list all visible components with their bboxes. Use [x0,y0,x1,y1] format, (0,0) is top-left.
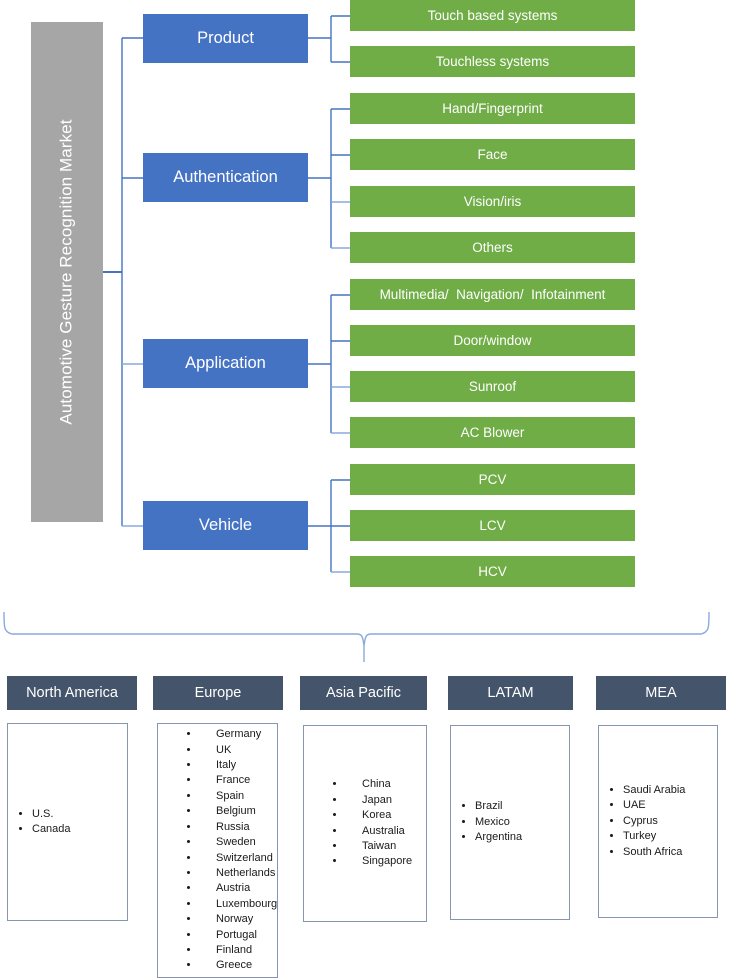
region-header-label: MEA [645,685,677,701]
subsegment-box[interactable]: HCV [350,556,635,587]
country-list: GermanyUKItalyFranceSpainBelgiumRussiaSw… [158,727,277,974]
region-country-list-north-america: U.S.Canada [7,723,128,921]
subsegment-label: Sunroof [468,379,517,394]
segment-box-application[interactable]: Application [143,339,308,388]
country-item: Russia [200,820,277,835]
subsegment-box[interactable]: Door/window [350,325,635,356]
country-item: Canada [32,822,71,837]
region-header-latam[interactable]: LATAM [448,676,573,710]
country-item: Korea [346,808,412,823]
region-header-mea[interactable]: MEA [596,676,726,710]
country-item: U.S. [32,807,71,822]
country-item: Switzerland [200,851,277,866]
country-item: Italy [200,758,277,773]
country-item: Greece [200,958,277,973]
country-item: Mexico [475,815,522,830]
subsegment-box[interactable]: LCV [350,510,635,541]
region-country-list-asia-pacific: ChinaJapanKoreaAustraliaTaiwanSingapore [303,725,427,922]
subsegment-label: Others [472,240,513,255]
subsegment-label: HCV [478,564,507,579]
subsegment-label: Touch based systems [427,8,558,23]
subsegment-box[interactable]: PCV [350,464,635,495]
country-item: Japan [346,793,412,808]
region-header-label: North America [26,685,118,701]
subsegment-box[interactable]: AC Blower [350,417,635,448]
country-item: Singapore [346,854,412,869]
region-country-list-mea: Saudi ArabiaUAECyprusTurkeySouth Africa [598,725,718,918]
country-item: Netherlands [200,866,277,881]
region-header-north-america[interactable]: North America [7,676,137,710]
country-item: Brazil [475,799,522,814]
country-item: Taiwan [346,839,412,854]
country-item: South Africa [623,845,685,860]
country-item: Turkey [623,829,685,844]
root-market-bar: Automotive Gesture Recognition Market [31,22,103,522]
country-item: China [346,777,412,792]
segment-label: Vehicle [198,516,253,534]
subsegment-label: Hand/Fingerprint [442,101,543,116]
subsegment-box[interactable]: Face [350,139,635,170]
segment-label: Authentication [173,168,278,186]
subsegment-label: Multimedia/ Navigation/ Infotainment [379,287,606,302]
subsegment-box[interactable]: Others [350,232,635,263]
country-item: Argentina [475,830,522,845]
country-item: Spain [200,789,277,804]
root-market-label: Automotive Gesture Recognition Market [57,119,76,425]
country-item: Sweden [200,835,277,850]
country-list: ChinaJapanKoreaAustraliaTaiwanSingapore [304,777,412,869]
subsegment-label: AC Blower [460,425,525,440]
region-header-europe[interactable]: Europe [153,676,283,710]
subsegment-box[interactable]: Touchless systems [350,46,635,77]
subsegment-label: Face [477,147,508,162]
region-country-list-europe: GermanyUKItalyFranceSpainBelgiumRussiaSw… [157,723,278,978]
country-list: Saudi ArabiaUAECyprusTurkeySouth Africa [599,783,685,860]
country-list: BrazilMexicoArgentina [451,799,522,845]
region-header-label: LATAM [487,685,534,701]
subsegment-box[interactable]: Touch based systems [350,0,635,31]
country-item: France [200,773,277,788]
country-item: Germany [200,727,277,742]
segment-box-authentication[interactable]: Authentication [143,153,308,202]
subsegment-label: Vision/iris [463,194,522,209]
region-header-label: Asia Pacific [326,685,401,701]
country-item: UAE [623,798,685,813]
subsegment-box[interactable]: Hand/Fingerprint [350,93,635,124]
country-item: Norway [200,912,277,927]
subsegment-label: Touchless systems [435,54,550,69]
country-item: Saudi Arabia [623,783,685,798]
segment-box-product[interactable]: Product [143,14,308,63]
country-item: Australia [346,824,412,839]
country-item: Cyprus [623,814,685,829]
country-item: Austria [200,881,277,896]
country-item: Belgium [200,804,277,819]
subsegment-box[interactable]: Sunroof [350,371,635,402]
segment-box-vehicle[interactable]: Vehicle [143,501,308,550]
subsegment-label: PCV [478,472,507,487]
subsegment-box[interactable]: Vision/iris [350,186,635,217]
region-country-list-latam: BrazilMexicoArgentina [450,725,570,920]
segment-label: Product [197,29,254,47]
segment-label: Application [185,354,266,372]
country-list: U.S.Canada [8,807,71,838]
subsegment-box[interactable]: Multimedia/ Navigation/ Infotainment [350,279,635,310]
subsegment-label: LCV [479,518,506,533]
country-item: Portugal [200,928,277,943]
region-header-label: Europe [194,685,242,701]
country-item: Luxembourg [200,897,277,912]
country-item: UK [200,743,277,758]
country-item: Finland [200,943,277,958]
region-header-asia-pacific[interactable]: Asia Pacific [300,676,427,710]
subsegment-label: Door/window [453,333,532,348]
